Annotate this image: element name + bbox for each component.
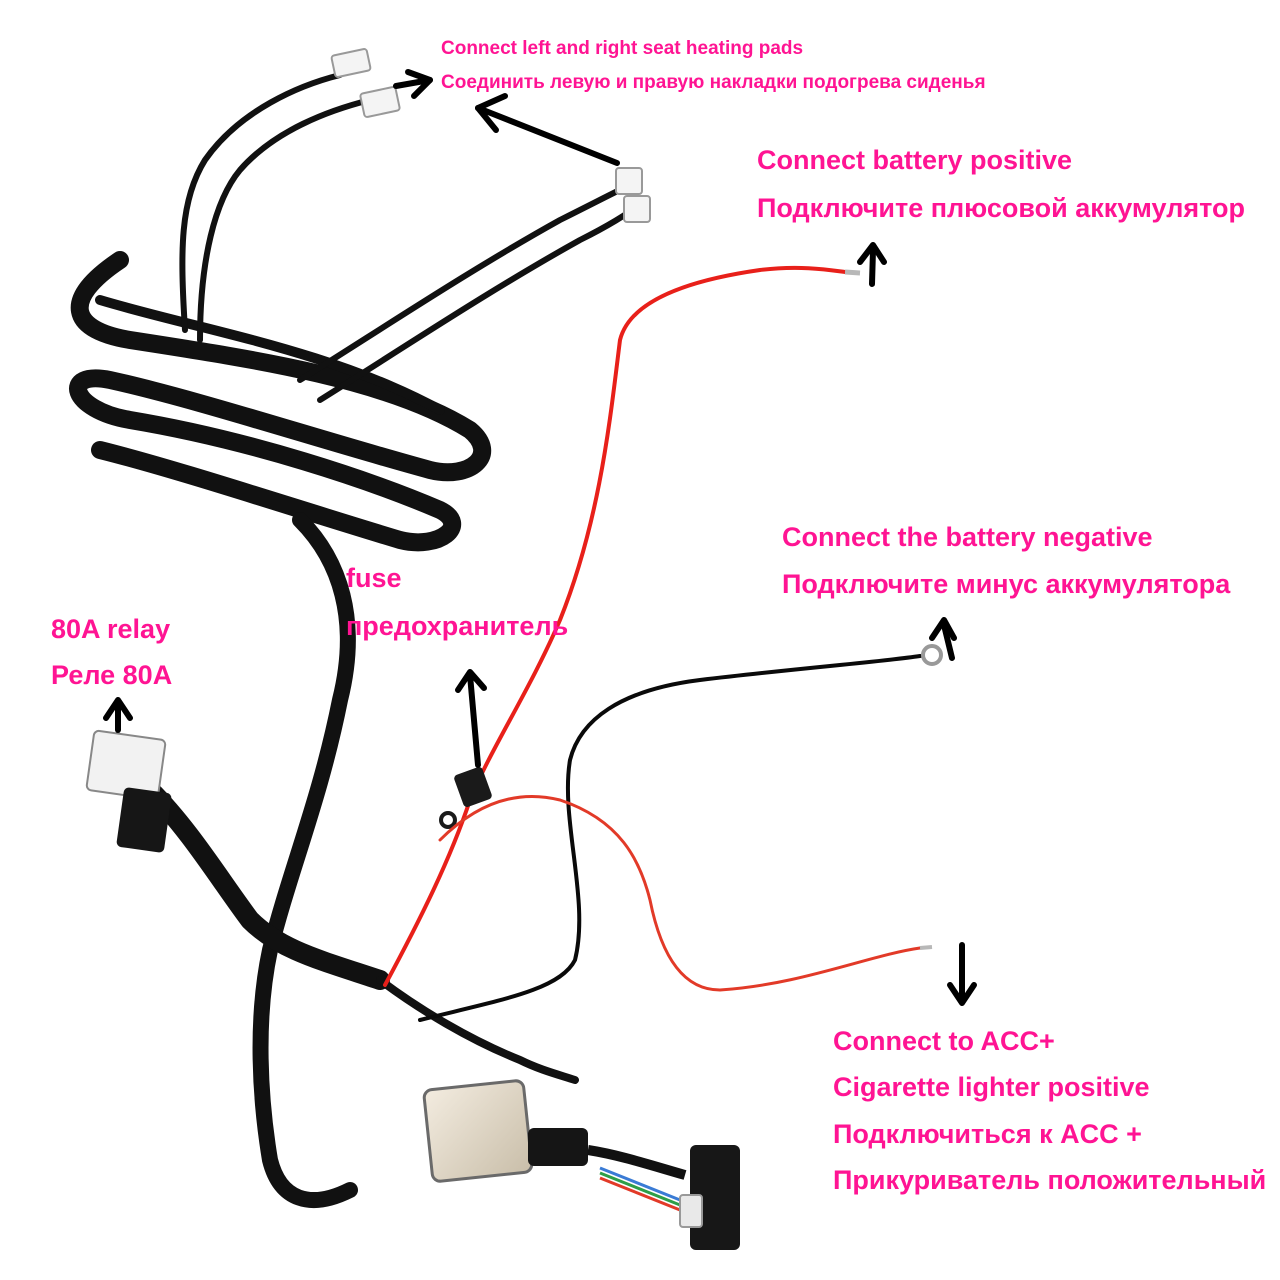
acc-label-line3: Подключиться к ACC + — [833, 1119, 1142, 1149]
fuse-label-en: fuse — [346, 563, 402, 593]
arrow-relay — [103, 697, 133, 733]
main-harness — [69, 72, 643, 1208]
arrow-acc — [947, 942, 977, 1006]
acc-label-line2: Cigarette lighter positive — [833, 1072, 1150, 1102]
acc-wire-tip — [919, 945, 933, 950]
arrow-seat-pads-small — [393, 69, 433, 99]
controller-module — [422, 1079, 687, 1212]
battery-positive-label-ru: Подключите плюсовой аккумулятор — [757, 193, 1245, 223]
relay-label-ru: Реле 80A — [51, 660, 173, 690]
seat-pads-label-ru: Соединить левую и правую накладки подогр… — [441, 72, 986, 93]
positive-wire-tip — [844, 269, 861, 276]
switch — [679, 1145, 740, 1250]
battery-negative-label-en: Connect the battery negative — [782, 522, 1153, 552]
relay — [85, 729, 172, 853]
arrow-seat-pads — [475, 93, 620, 166]
fuse-label-ru: предохранитель — [346, 611, 569, 641]
ring-terminal — [921, 644, 943, 666]
relay-label-en: 80A relay — [51, 614, 171, 644]
positive-wire — [383, 265, 847, 987]
seat-pads-label-en: Connect left and right seat heating pads — [441, 38, 804, 59]
battery-positive-label-en: Connect battery positive — [757, 145, 1073, 175]
negative-wire — [418, 654, 922, 1022]
acc-label-line4: Прикуриватель положительный — [833, 1165, 1267, 1195]
arrow-battery-positive — [857, 242, 887, 287]
fuse-holder — [439, 767, 492, 829]
arrow-fuse — [455, 669, 487, 768]
acc-wire — [438, 794, 922, 992]
seat-connectors — [330, 48, 651, 223]
arrow-battery-negative — [929, 617, 957, 661]
arrows — [103, 69, 977, 1006]
battery-negative-label-ru: Подключите минус аккумулятора — [782, 569, 1231, 599]
acc-label-line1: Connect to ACC+ — [833, 1026, 1055, 1056]
